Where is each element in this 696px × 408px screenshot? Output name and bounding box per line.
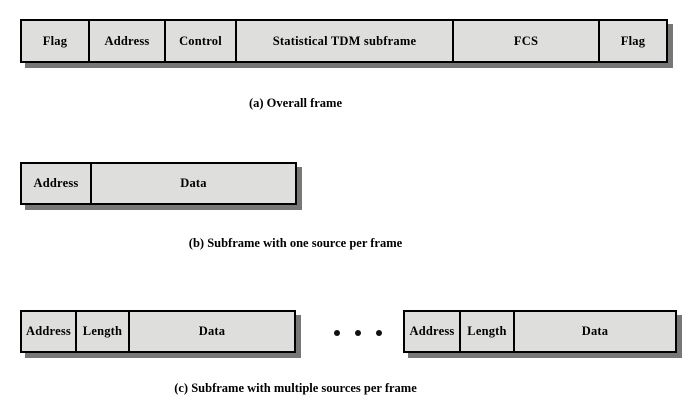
subframe-c2-cell-data: Data	[515, 312, 675, 351]
ellipsis-separator-icon	[334, 325, 382, 341]
frame-cell-flag-trailing: Flag	[600, 21, 666, 61]
subframe-c1-cell-length: Length	[77, 312, 130, 351]
overall-frame-row: Flag Address Control Statistical TDM sub…	[20, 19, 668, 63]
subframe-multi-source-last-row: Address Length Data	[403, 310, 677, 353]
subframe-c2-cell-length: Length	[461, 312, 515, 351]
frame-cell-fcs: FCS	[454, 21, 600, 61]
subframe-one-source-row: Address Data	[20, 162, 297, 205]
ellipsis-dot	[355, 330, 361, 336]
frame-cell-flag-leading: Flag	[22, 21, 90, 61]
ellipsis-dot	[376, 330, 382, 336]
subframe-c2-cell-address: Address	[405, 312, 461, 351]
frame-cell-control: Control	[166, 21, 237, 61]
subframe-c1-cell-address: Address	[22, 312, 77, 351]
caption-subframe-one-source: (b) Subframe with one source per frame	[188, 236, 403, 250]
subframe-b-cell-address: Address	[22, 164, 92, 203]
caption-subframe-multi-source: (c) Subframe with multiple sources per f…	[174, 381, 417, 395]
frame-cell-statistical-tdm-subframe: Statistical TDM subframe	[237, 21, 454, 61]
subframe-multi-source-first-row: Address Length Data	[20, 310, 296, 353]
caption-overall-frame: (a) Overall frame	[248, 96, 342, 110]
ellipsis-dot	[334, 330, 340, 336]
frame-cell-address: Address	[90, 21, 166, 61]
subframe-b-cell-data: Data	[92, 164, 295, 203]
subframe-c1-cell-data: Data	[130, 312, 294, 351]
